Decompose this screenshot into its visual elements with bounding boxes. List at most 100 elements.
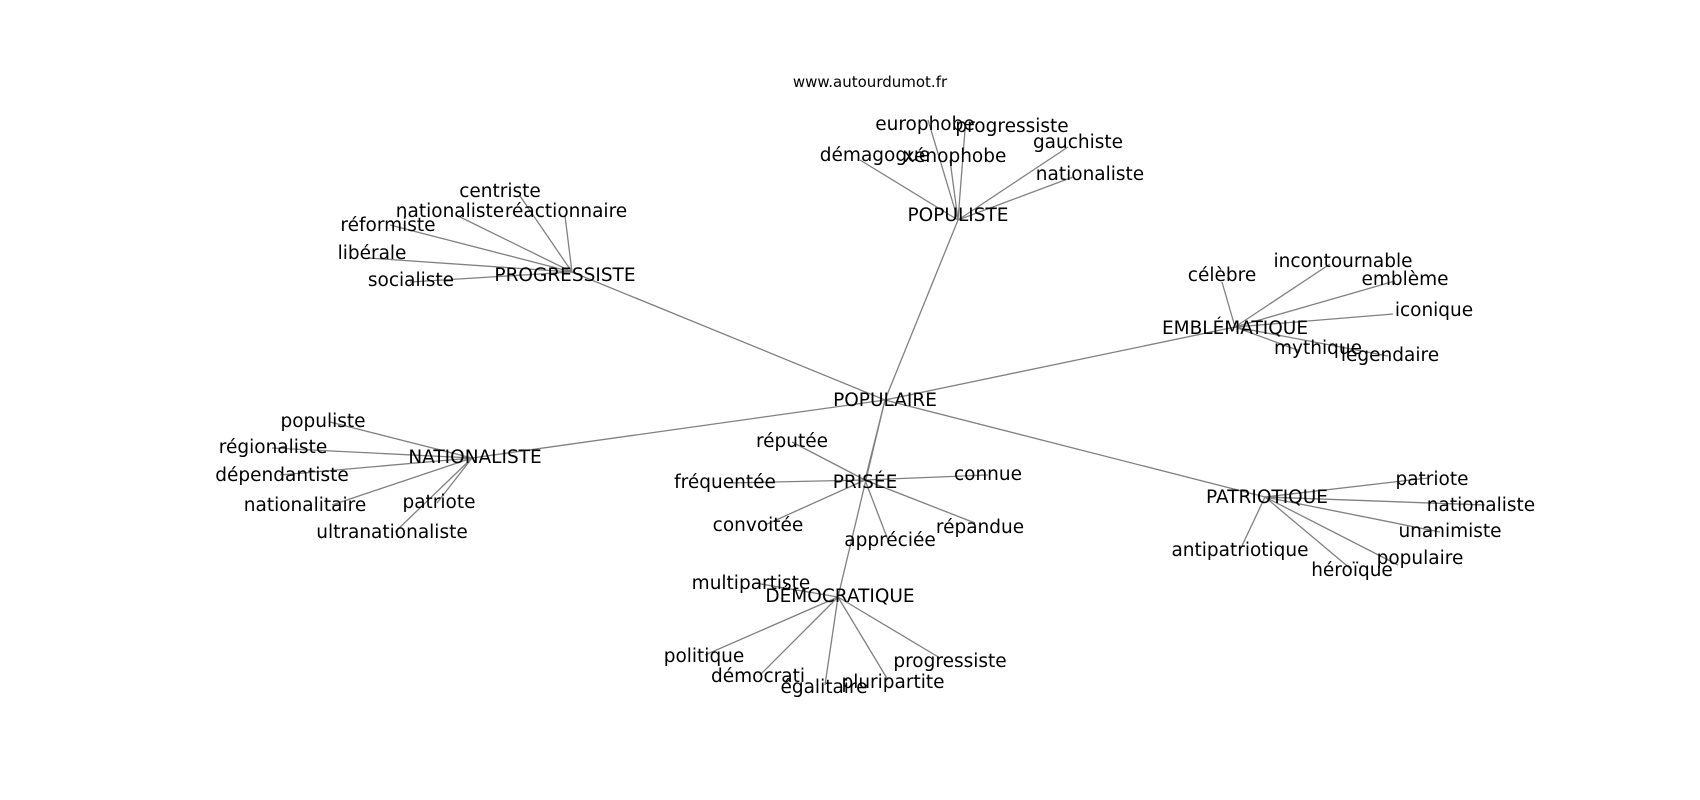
word-node[interactable]: réformiste <box>340 215 435 236</box>
hub-node[interactable]: POPULISTE <box>908 205 1009 226</box>
edge-hub-to-word <box>389 224 573 273</box>
edge-hub-to-word <box>279 457 473 476</box>
word-node[interactable]: héroïque <box>1311 560 1393 581</box>
edge-hub-to-word <box>519 195 573 273</box>
edge-root-to-hub <box>884 326 1236 401</box>
edge-hub-to-word <box>759 596 839 676</box>
edge-root-to-hub <box>471 399 886 459</box>
edge-hub-to-word <box>1264 477 1429 498</box>
edge-hub-to-word <box>957 129 966 221</box>
word-node[interactable]: iconique <box>1395 300 1473 321</box>
hub-node[interactable]: PROGRESSISTE <box>494 265 635 286</box>
hub-node[interactable]: EMBLÉMATIQUE <box>1162 317 1308 339</box>
word-node[interactable]: socialiste <box>368 270 454 291</box>
edge-hub-to-word <box>704 596 839 656</box>
edge-hub-to-word <box>754 582 839 598</box>
word-node[interactable]: régionaliste <box>219 437 327 458</box>
word-node[interactable]: emblème <box>1361 269 1448 290</box>
edge-hub-to-word <box>436 457 473 504</box>
edge-hub-to-word <box>1234 313 1394 328</box>
edge-hub-to-word <box>837 596 889 681</box>
word-node[interactable]: nationaliste <box>1427 495 1535 516</box>
word-node[interactable]: ultranationaliste <box>316 522 467 543</box>
word-node[interactable]: réactionnaire <box>505 201 627 222</box>
edge-hub-to-word <box>1234 280 1396 328</box>
word-node[interactable]: pluripartite <box>841 672 944 693</box>
edge-hub-to-word <box>271 447 473 459</box>
word-node[interactable]: démocrati <box>711 666 805 687</box>
word-node[interactable]: démagogue <box>820 145 930 166</box>
root-node[interactable]: POPULAIRE <box>833 390 937 411</box>
edge-hub-to-word <box>1221 281 1236 328</box>
word-node[interactable]: politique <box>664 646 745 667</box>
hub-node[interactable]: DÉMOCRATIQUE <box>765 585 914 607</box>
edge-hub-to-word <box>824 596 839 686</box>
word-node[interactable]: répandue <box>936 517 1024 538</box>
labels-layer: www.autourdumot.fr POPULISTEeurophobepro… <box>215 73 1535 698</box>
edge-hub-to-word <box>864 474 989 481</box>
edge-hub-to-word <box>1264 496 1441 533</box>
word-node[interactable]: appréciée <box>844 530 935 551</box>
edge-hub-to-word <box>409 271 573 283</box>
word-node[interactable]: xénophobe <box>904 146 1007 167</box>
edge-hub-to-word <box>394 457 473 533</box>
word-node[interactable]: populiste <box>280 411 365 432</box>
edge-hub-to-word <box>957 146 1069 221</box>
edge-hub-to-word <box>927 119 959 221</box>
word-node[interactable]: célèbre <box>1188 265 1256 286</box>
word-node[interactable]: dépendantiste <box>215 465 348 486</box>
hub-node[interactable]: PATRIOTIQUE <box>1206 487 1328 508</box>
edge-hub-to-word <box>457 215 573 273</box>
word-node[interactable]: incontournable <box>1274 251 1413 272</box>
edge-root-to-hub <box>884 219 959 401</box>
edge-hub-to-word <box>331 457 473 506</box>
edge-root-to-hub <box>884 399 1266 498</box>
word-node[interactable]: mythique <box>1274 338 1362 359</box>
word-node[interactable]: populaire <box>1377 548 1464 569</box>
word-node[interactable]: légendaire <box>1341 345 1439 366</box>
edge-hub-to-word <box>329 421 473 459</box>
edge-hub-to-word <box>859 159 959 221</box>
word-node[interactable]: patriote <box>1395 469 1468 490</box>
word-node[interactable]: nationaliste <box>1036 164 1144 185</box>
edge-hub-to-word <box>837 596 941 659</box>
edge-hub-to-word <box>864 479 889 541</box>
word-node[interactable]: patriote <box>402 492 475 513</box>
word-node[interactable]: libérale <box>338 243 407 264</box>
word-node[interactable]: convoitée <box>713 515 804 536</box>
edge-hub-to-word <box>727 479 866 484</box>
edge-hub-to-word <box>367 257 573 273</box>
word-node[interactable]: antipatriotique <box>1171 540 1308 561</box>
edge-hub-to-word <box>564 215 573 273</box>
word-node[interactable]: centriste <box>459 181 541 202</box>
word-node[interactable]: gauchiste <box>1033 132 1123 153</box>
edge-hub-to-word <box>1239 496 1266 551</box>
word-node[interactable]: progressiste <box>955 116 1068 137</box>
edge-hub-to-word <box>1264 496 1486 506</box>
hub-node[interactable]: PRISÉE <box>833 471 898 493</box>
edge-hub-to-word <box>1234 263 1331 328</box>
word-node[interactable]: multipartiste <box>692 573 811 594</box>
word-node[interactable]: connue <box>954 464 1022 485</box>
word-node[interactable]: fréquentée <box>674 472 776 493</box>
edge-hub-to-word <box>957 176 1074 221</box>
edge-hub-to-word <box>764 479 866 526</box>
edge-hub-to-word <box>791 441 866 481</box>
edges-layer <box>271 119 1486 686</box>
edge-root-to-hub <box>571 271 886 401</box>
source-label[interactable]: www.autourdumot.fr <box>793 73 948 91</box>
edge-hub-to-word <box>1264 496 1399 566</box>
word-node[interactable]: nationaliste <box>396 201 504 222</box>
word-node[interactable]: unanimiste <box>1398 521 1501 542</box>
edge-hub-to-word <box>1234 326 1389 357</box>
edge-hub-to-word <box>864 479 976 524</box>
edge-hub-to-word <box>1234 326 1301 352</box>
word-node[interactable]: nationalitaire <box>244 495 366 516</box>
word-node[interactable]: progressiste <box>893 651 1006 672</box>
word-node[interactable]: réputée <box>756 431 828 452</box>
word-node[interactable]: europhobe <box>875 114 975 135</box>
hub-node[interactable]: NATIONALISTE <box>408 447 541 468</box>
edge-hub-to-word <box>1264 496 1353 571</box>
word-node[interactable]: égalitaire <box>780 677 867 698</box>
